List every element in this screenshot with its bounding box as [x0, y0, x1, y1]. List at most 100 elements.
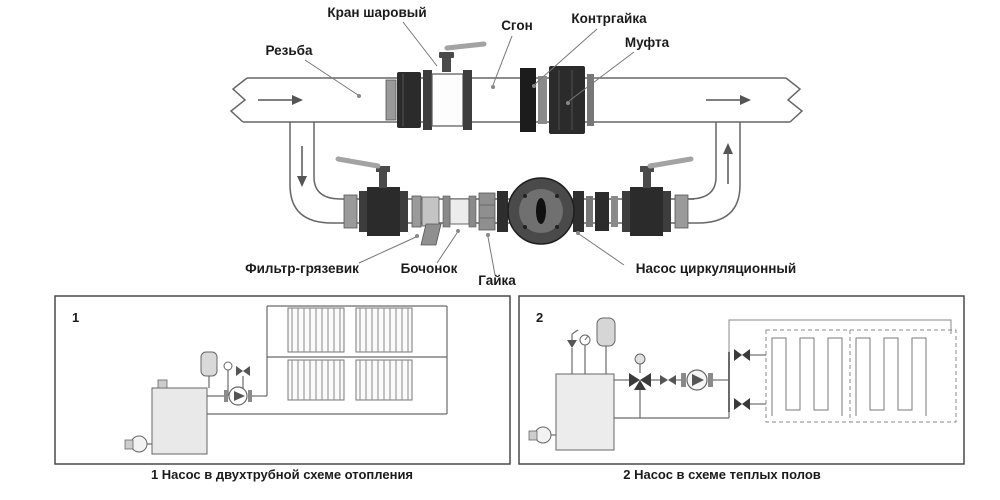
valve-lever	[335, 156, 381, 169]
valve-symbol	[243, 366, 250, 376]
hex-nut	[385, 79, 397, 121]
valve-stem-cap	[640, 166, 654, 172]
barrel-hex-right	[468, 195, 477, 228]
coupling-mufta	[549, 66, 585, 134]
label-thread: Резьба	[265, 43, 313, 58]
strainer-filter	[411, 195, 442, 246]
radiator-fins	[291, 308, 341, 352]
manifold-valve-tri	[734, 398, 742, 410]
valve-body	[367, 187, 400, 236]
panel-1-caption: 1 Насос в двухтрубной схеме отопления	[151, 467, 413, 482]
expansion-tank	[596, 317, 616, 347]
manifold-valve-tri	[742, 349, 750, 361]
pipe-break-right	[785, 77, 804, 123]
pump-flange	[224, 390, 228, 402]
pipe-nut	[478, 192, 496, 231]
panel-2-pump	[681, 369, 713, 391]
ball-valve-top	[423, 41, 487, 130]
floor-heating-zone	[765, 329, 957, 423]
component-labels: Кран шаровый Сгон Контргайка Муфта Резьб…	[245, 5, 796, 288]
burner-stub	[124, 439, 134, 450]
pump-screw	[555, 194, 559, 198]
flow-arrows-bypass	[297, 143, 733, 187]
valve-flange-left	[622, 191, 630, 232]
floor-zone-border	[765, 329, 957, 423]
nut-body	[478, 192, 496, 231]
flow-arrow-left-head	[292, 95, 303, 105]
mix-valve-tri	[634, 380, 646, 390]
pump-flange	[248, 390, 252, 402]
panel-2-caption: 2 Насос в схеме теплых полов	[623, 467, 821, 482]
valve-stem	[379, 171, 387, 188]
mixing-valve	[629, 353, 651, 390]
label-sgon: Сгон	[501, 18, 533, 33]
barrel-nipple	[442, 195, 477, 228]
locknut-ring	[520, 68, 536, 132]
label-ball-valve: Кран шаровый	[327, 5, 426, 20]
hex-nut-right	[674, 194, 689, 229]
union-ring-2	[611, 196, 618, 227]
radiator-fins	[291, 360, 341, 400]
leader-dots	[357, 84, 580, 238]
check-valve-tri	[668, 375, 676, 385]
valve-flange-left	[359, 191, 367, 232]
union-fitting	[586, 192, 618, 231]
flow-arrow-up-head	[723, 143, 733, 154]
valve-flange-right	[663, 191, 671, 232]
burner-stub	[528, 430, 538, 441]
hex-nut-left	[343, 194, 358, 229]
expansion-tank	[200, 351, 218, 377]
union-ring-1	[586, 196, 593, 227]
dot-locknut	[532, 84, 536, 88]
dot-barrel	[456, 229, 460, 233]
union-body	[595, 192, 609, 231]
barrel-body	[449, 198, 470, 225]
label-locknut: Контргайка	[571, 11, 647, 26]
main-pipe	[229, 77, 804, 123]
dot-coupling	[566, 101, 570, 105]
dot-nut	[486, 233, 490, 237]
gauge	[223, 361, 233, 371]
label-filter: Фильтр-грязевик	[245, 261, 359, 276]
valve-lever	[444, 41, 487, 51]
label-pump: Насос циркуляционный	[636, 261, 796, 276]
panel-1: 1	[54, 295, 511, 465]
boiler-stub	[157, 379, 168, 389]
manifold-valve-tri	[734, 349, 742, 361]
pump-flange	[708, 373, 713, 387]
panel-2-piping	[551, 319, 952, 436]
valve-symbol	[236, 366, 243, 376]
valve-lever	[647, 156, 694, 169]
end-ring	[587, 74, 594, 126]
dot-thread	[357, 94, 361, 98]
leader-barrel	[436, 232, 458, 264]
pipe-break-left	[229, 77, 248, 123]
panel-1-number: 1	[72, 310, 79, 325]
pump-screw	[523, 225, 527, 229]
top-fittings	[385, 41, 594, 134]
mix-valve-actuator	[634, 353, 646, 365]
manifold-valve-tri	[742, 398, 750, 410]
leader-coupling	[568, 51, 635, 102]
safety-valve	[567, 340, 577, 348]
dot-filter	[415, 234, 419, 238]
radiator-fins	[359, 360, 409, 400]
mix-valve-tri	[640, 373, 651, 387]
panel-2: 2	[518, 295, 965, 465]
panel-1-border	[54, 295, 511, 465]
leader-ball-valve	[402, 21, 438, 67]
leader-nut	[487, 236, 496, 276]
leader-locknut	[534, 28, 598, 85]
leader-thread	[304, 59, 359, 96]
ball-valve-bypass-left	[335, 156, 408, 236]
leader-filter	[358, 236, 417, 264]
flow-arrow-down-head	[297, 176, 307, 187]
pump-flange-right	[573, 191, 584, 232]
check-valve-tri	[660, 375, 668, 385]
manifold-valves	[734, 349, 750, 410]
valve-stem-cap	[376, 166, 390, 172]
filter-sump	[420, 223, 442, 246]
flow-arrow-right-head	[740, 95, 751, 105]
dot-sgon	[491, 85, 495, 89]
pump-arrow	[692, 374, 704, 386]
